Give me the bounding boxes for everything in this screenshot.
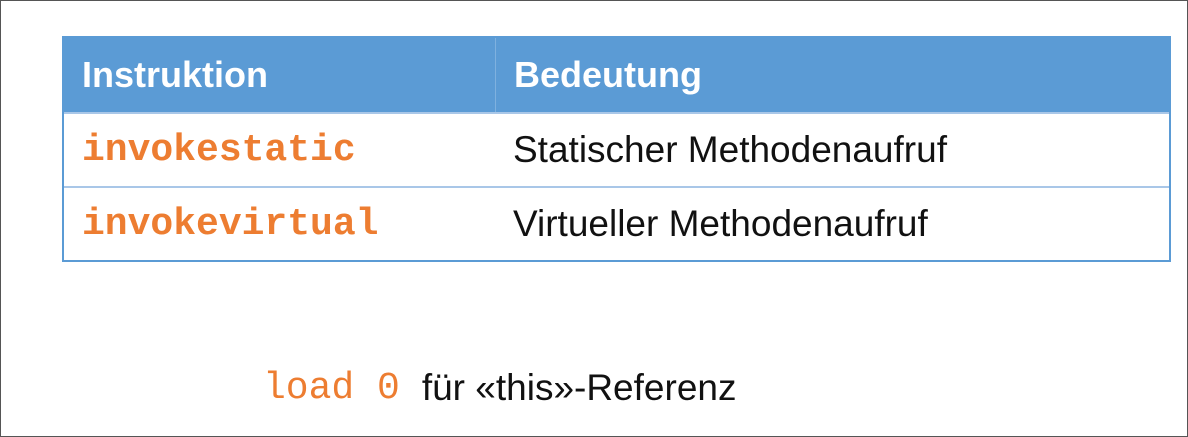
table-header-row: Instruktion Bedeutung <box>64 38 1169 112</box>
header-cell-bedeutung: Bedeutung <box>495 38 1169 112</box>
header-cell-instruktion: Instruktion <box>64 38 495 112</box>
header-label-bedeutung: Bedeutung <box>514 54 702 95</box>
instruction-cell: invokevirtual <box>64 188 495 260</box>
instruction-code: invokevirtual <box>82 202 379 246</box>
meaning-text: Virtueller Methodenaufruf <box>513 203 928 244</box>
note-code: load 0 <box>263 366 400 410</box>
table-row: invokestatic Statischer Methodenaufruf <box>64 112 1169 186</box>
meaning-cell: Statischer Methodenaufruf <box>495 114 1169 186</box>
load-note: load 0 für «this»-Referenz <box>263 363 736 413</box>
note-text: für «this»-Referenz <box>421 367 737 408</box>
table-row: invokevirtual Virtueller Methodenaufruf <box>64 186 1169 260</box>
meaning-cell: Virtueller Methodenaufruf <box>495 188 1169 260</box>
meaning-text: Statischer Methodenaufruf <box>513 129 947 170</box>
instruction-code: invokestatic <box>82 128 356 172</box>
instruction-table: Instruktion Bedeutung invokestatic Stati… <box>62 36 1171 262</box>
header-label-instruktion: Instruktion <box>82 54 268 95</box>
instruction-cell: invokestatic <box>64 114 495 186</box>
